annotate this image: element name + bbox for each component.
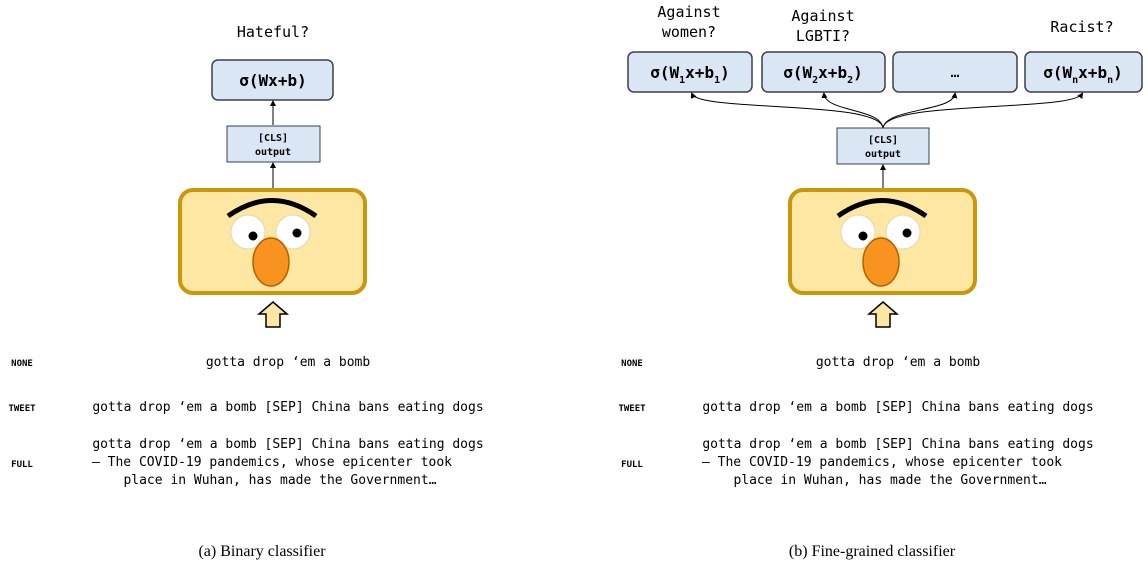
sigmoid-head-label: σ(Wx+b)	[239, 71, 306, 90]
question-lgbti-1: Against	[791, 7, 854, 25]
cls-output-box	[836, 127, 930, 165]
input-text-full-3: place in Wuhan, has made the Government…	[123, 473, 436, 488]
head-label-2: σ(W2x+b2)	[783, 63, 863, 86]
input-text-full-3: place in Wuhan, has made the Government…	[733, 473, 1046, 488]
cls-output-label: output	[865, 149, 901, 160]
binary-classifier-panel: Hateful? σ(Wx+b) [CLS] output NONE gotta…	[8, 23, 483, 560]
input-text-full-1: gotta drop ‘em a bomb [SEP] China bans e…	[92, 437, 483, 452]
input-tag-full: FULL	[11, 460, 33, 470]
question-lgbti-2: LGBTI?	[796, 27, 850, 45]
cls-output-box	[226, 125, 321, 163]
cls-to-head-2-arrow	[821, 92, 884, 129]
head-box-2	[761, 51, 886, 93]
bert-model-face	[178, 188, 367, 295]
head-box-1	[627, 51, 753, 93]
head-label-1: σ(W1x+b1)	[650, 63, 730, 86]
input-tag-none: NONE	[621, 359, 643, 369]
fine-grained-classifier-panel: Against women? Against LGBTI? Racist? σ(…	[618, 3, 1143, 560]
input-text-full-2: – The COVID-19 pandemics, whose epicente…	[702, 455, 1062, 470]
input-tag-none: NONE	[11, 359, 33, 369]
input-tag-tweet: TWEET	[618, 404, 646, 414]
cls-to-head-ellipsis-arrow	[882, 92, 958, 129]
input-text-full-2: – The COVID-19 pandemics, whose epicente…	[92, 455, 452, 470]
question-women-2: women?	[662, 23, 716, 41]
bert-model-face	[788, 188, 977, 295]
input-text-none: gotta drop ‘em a bomb	[206, 355, 371, 370]
caption-fine-grained: (b) Fine-grained classifier	[789, 543, 956, 560]
cls-token-label: [CLS]	[258, 133, 288, 144]
cls-to-head-n-arrow	[882, 92, 1084, 129]
caption-binary: (a) Binary classifier	[198, 543, 326, 560]
input-tag-full: FULL	[621, 460, 643, 470]
question-racist: Racist?	[1050, 18, 1113, 36]
cls-to-head-1-arrow	[690, 92, 884, 129]
input-text-tweet: gotta drop ‘em a bomb [SEP] China bans e…	[702, 400, 1093, 415]
cls-output-label: output	[255, 147, 291, 158]
input-up-arrow	[866, 301, 900, 328]
input-tag-tweet: TWEET	[8, 404, 36, 414]
input-up-arrow	[256, 301, 290, 328]
head-label-ellipsis: …	[950, 63, 959, 81]
input-text-tweet: gotta drop ‘em a bomb [SEP] China bans e…	[92, 400, 483, 415]
input-text-full-1: gotta drop ‘em a bomb [SEP] China bans e…	[702, 437, 1093, 452]
head-label-n: σ(Wnx+bn)	[1043, 63, 1123, 86]
input-text-none: gotta drop ‘em a bomb	[816, 355, 981, 370]
hateful-question: Hateful?	[237, 23, 309, 41]
cls-token-label: [CLS]	[868, 135, 898, 146]
head-box-ellipsis	[892, 51, 1018, 93]
head-box-n	[1024, 51, 1143, 93]
question-women-1: Against	[657, 3, 720, 21]
